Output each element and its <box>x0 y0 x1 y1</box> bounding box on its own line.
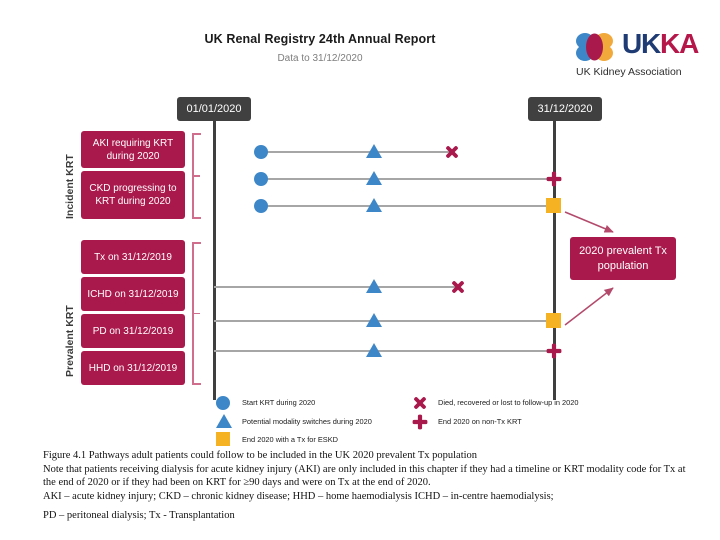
row-incident-2-start-circle-icon <box>254 172 268 186</box>
logo-tagline: UK Kidney Association <box>576 66 682 78</box>
ichd-box: ICHD on 31/12/2019 <box>81 277 185 311</box>
row-prevalent-2-end-square-icon <box>546 313 561 328</box>
row-incident-1-track <box>262 151 452 153</box>
arrow-incident-to-result <box>564 211 614 233</box>
aki-box: AKI requiring KRT during 2020 <box>81 131 185 168</box>
legend-label-end-non-tx-krt: End 2020 on non-Tx KRT <box>438 417 522 426</box>
caption-line-2: Note that patients receiving dialysis fo… <box>43 463 686 489</box>
prevalent-tx-population-box: 2020 prevalent Tx population <box>570 237 676 280</box>
caption-line-3: AKI – acute kidney injury; CKD – chronic… <box>43 490 554 502</box>
logo-text-uk: UK <box>622 28 661 59</box>
timeline-axis-end <box>553 110 556 400</box>
row-incident-3-start-circle-icon <box>254 199 268 213</box>
row-prevalent-2-track <box>214 320 552 322</box>
row-incident-3-end-square-icon <box>546 198 561 213</box>
bracket-incident <box>186 133 202 219</box>
ukka-logo: UKKA UK Kidney Association <box>574 28 714 82</box>
row-prevalent-3-switch-triangle-icon <box>366 343 382 357</box>
legend-label-modality-switch: Potential modality switches during 2020 <box>242 417 372 426</box>
figure-caption: Figure 4.1 Pathways adult patients could… <box>43 449 691 523</box>
row-incident-2-end-plus-icon <box>546 171 562 187</box>
row-prevalent-1-track <box>214 286 459 288</box>
pd-box: PD on 31/12/2019 <box>81 314 185 348</box>
page-title: UK Renal Registry 24th Annual Report <box>204 32 436 46</box>
row-prevalent-3-end-plus-icon <box>546 343 562 359</box>
caption-line-4: PD – peritoneal dialysis; Tx - Transplan… <box>43 510 235 522</box>
row-incident-3-track <box>262 205 552 207</box>
row-prevalent-3-track <box>214 350 552 352</box>
caption-line-1: Figure 4.1 Pathways adult patients could… <box>43 450 478 461</box>
legend-cross-icon <box>414 397 426 409</box>
legend-label-end-tx-eskd: End 2020 with a Tx for ESKD <box>242 435 338 444</box>
ukka-logo-wordmark: UKKA <box>622 28 699 60</box>
row-incident-1-switch-triangle-icon <box>366 144 382 158</box>
legend-plus-icon <box>412 414 428 430</box>
arrow-prevalent-to-result <box>564 287 614 326</box>
group-label-prevalent: Prevalent KRT <box>64 305 76 377</box>
row-prevalent-1-switch-triangle-icon <box>366 279 382 293</box>
row-incident-3-switch-triangle-icon <box>366 198 382 212</box>
group-label-incident: Incident KRT <box>64 154 76 219</box>
row-incident-2-switch-triangle-icon <box>366 171 382 185</box>
timeline-axis-start <box>213 110 216 400</box>
row-incident-2-track <box>262 178 552 180</box>
legend: Start KRT during 2020 Potential modality… <box>216 394 616 446</box>
row-incident-1-start-circle-icon <box>254 145 268 159</box>
row-incident-1-end-cross-icon <box>446 146 458 158</box>
hhd-box: HHD on 31/12/2019 <box>81 351 185 385</box>
bracket-prevalent <box>186 242 202 385</box>
ckd-box: CKD progressing to KRT during 2020 <box>81 171 185 219</box>
legend-circle-icon <box>216 396 230 410</box>
logo-text-k: K <box>660 28 680 59</box>
ukka-logo-mark-icon <box>576 33 613 61</box>
page-subtitle: Data to 31/12/2020 <box>277 53 363 64</box>
tx-box: Tx on 31/12/2019 <box>81 240 185 274</box>
legend-square-icon <box>216 432 230 446</box>
legend-label-died-recovered-lost: Died, recovered or lost to follow-up in … <box>438 398 579 407</box>
row-prevalent-2-switch-triangle-icon <box>366 313 382 327</box>
date-label-end: 31/12/2020 <box>528 97 602 121</box>
row-prevalent-1-end-cross-icon <box>452 281 464 293</box>
logo-text-a: A <box>679 28 699 59</box>
legend-label-start-krt: Start KRT during 2020 <box>242 398 316 407</box>
legend-triangle-icon <box>216 414 232 428</box>
date-label-start: 01/01/2020 <box>177 97 251 121</box>
